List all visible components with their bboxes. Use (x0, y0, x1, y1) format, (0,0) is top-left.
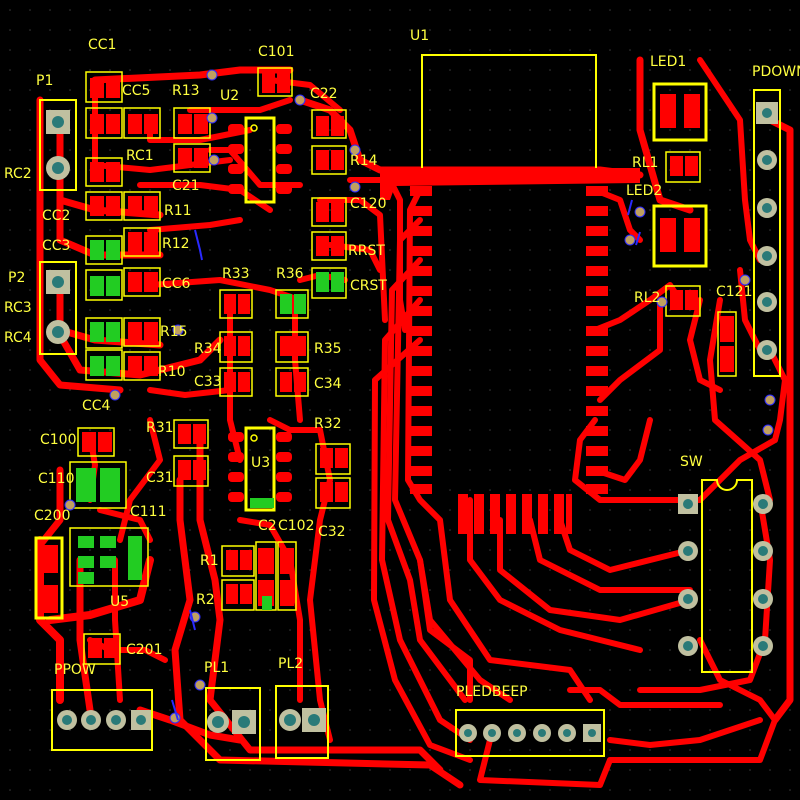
label-r34: R34 (194, 341, 222, 357)
label-rc2: RC2 (4, 166, 32, 182)
label-sw: SW (680, 454, 703, 470)
label-cc4: CC4 (82, 398, 111, 414)
label-cc2: CC2 (42, 208, 70, 224)
label-p1: P1 (36, 73, 53, 89)
smd-pads (40, 73, 734, 658)
label-rl2: RL2 (634, 290, 660, 306)
u1-module (410, 54, 608, 534)
label-r31: R31 (146, 420, 174, 436)
label-c100: C100 (40, 432, 77, 448)
label-cc3: CC3 (42, 238, 70, 254)
label-r35: R35 (314, 341, 342, 357)
label-c33: C33 (194, 374, 222, 390)
label-ppow: PPOW (54, 662, 96, 678)
label-c102: C102 (278, 518, 315, 534)
label-crst: CRST (350, 278, 387, 294)
label-c111: C111 (130, 504, 167, 520)
label-c120: C120 (350, 196, 387, 212)
through-hole-connectors (39, 89, 781, 761)
label-u3: U3 (251, 455, 270, 471)
label-pl1: PL1 (204, 660, 229, 676)
label-rc4: RC4 (4, 330, 32, 346)
label-r14: R14 (350, 153, 378, 169)
label-rc3: RC3 (4, 300, 32, 316)
green-pads (76, 240, 344, 610)
label-r2: R2 (196, 592, 215, 608)
copper-pour (380, 168, 640, 200)
vias (64, 69, 776, 724)
label-c22: C22 (310, 86, 338, 102)
label-c32: C32 (318, 524, 346, 540)
label-cc1: CC1 (88, 37, 116, 53)
label-r10: R10 (158, 364, 186, 380)
label-led2: LED2 (626, 183, 662, 199)
label-u1: U1 (410, 28, 429, 44)
label-r36: R36 (276, 266, 304, 282)
label-rrst: RRST (348, 243, 385, 259)
label-c34: C34 (314, 376, 342, 392)
label-r11: R11 (164, 203, 192, 219)
label-cc6: CC6 (162, 276, 191, 292)
label-r12: R12 (162, 236, 190, 252)
smd-components (34, 67, 737, 665)
label-pl2: PL2 (278, 656, 303, 672)
label-u5: U5 (110, 594, 129, 610)
label-r33: R33 (222, 266, 250, 282)
label-pdown: PDOWN (752, 64, 800, 80)
label-pledbeep: PLEDBEEP (456, 684, 528, 700)
label-r15: R15 (160, 324, 188, 340)
label-rl1: RL1 (632, 155, 658, 171)
label-rc1: RC1 (126, 148, 154, 164)
label-c2: C2 (258, 518, 277, 534)
label-c201: C201 (126, 642, 163, 658)
label-c110: C110 (38, 471, 75, 487)
label-r1: R1 (200, 553, 219, 569)
label-led1: LED1 (650, 54, 686, 70)
label-c121: C121 (716, 284, 753, 300)
label-c21: C21 (172, 178, 200, 194)
label-c101: C101 (258, 44, 295, 60)
label-r32: R32 (314, 416, 342, 432)
label-r13: R13 (172, 83, 200, 99)
bottom-layer-traces (171, 199, 641, 721)
label-c200: C200 (34, 508, 71, 524)
silkscreen-labels: CC1 P1 CC5 R13 U2 C101 C22 RC1 RC2 R14 C… (4, 28, 800, 700)
label-p2: P2 (8, 270, 25, 286)
label-cc5: CC5 (122, 83, 150, 99)
label-u2: U2 (220, 88, 239, 104)
label-c31: C31 (146, 470, 174, 486)
